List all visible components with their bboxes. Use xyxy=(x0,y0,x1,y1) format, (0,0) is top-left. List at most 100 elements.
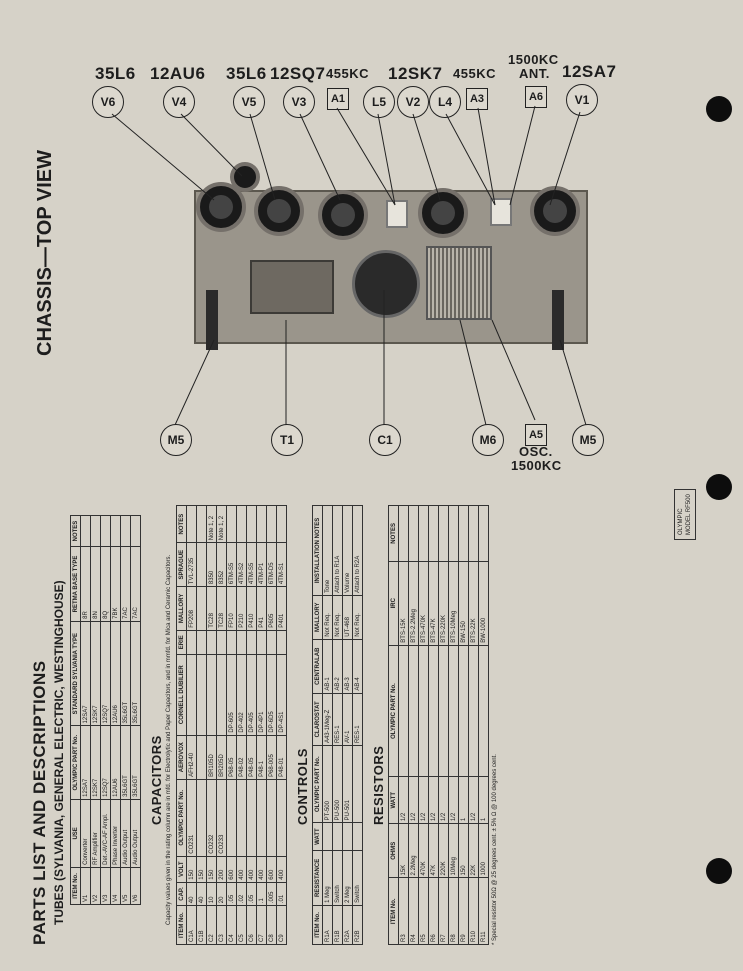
table-cell xyxy=(246,779,257,857)
table-cell: BW-150 xyxy=(458,561,469,646)
table-cell: C2 xyxy=(206,905,217,945)
callout-m5-right: M5 xyxy=(572,424,604,456)
table-cell: Converter xyxy=(80,799,91,868)
tube-socket-v3 xyxy=(318,190,368,240)
table-cell: PU-501 xyxy=(342,745,353,823)
table-cell: 12SA7 xyxy=(80,725,91,800)
table-cell: 1 Meg xyxy=(322,850,333,906)
table-cell: Volume xyxy=(342,505,353,596)
table-cell: V2 xyxy=(90,867,101,905)
column-header: AEROVOX xyxy=(176,735,187,780)
table-cell xyxy=(196,630,207,655)
table-cell xyxy=(196,779,207,857)
table-cell xyxy=(216,654,227,736)
table-cell xyxy=(428,645,439,777)
table-cell: 40 xyxy=(186,882,197,906)
table-cell: RF Amplifier xyxy=(90,799,101,868)
table-cell: Phase Inverter xyxy=(110,799,121,868)
tube-label: 35L6 xyxy=(226,64,267,83)
table-cell: RES-1 xyxy=(332,693,343,746)
table-cell: 1/2 xyxy=(448,776,459,824)
table-cell: 4TM-S5 xyxy=(246,542,257,587)
table-cell: .005 xyxy=(266,882,277,906)
table-cell: 2 Meg xyxy=(342,850,353,906)
table-cell xyxy=(448,645,459,777)
table-cell xyxy=(196,735,207,780)
column-header: RETMA BASE TYPE xyxy=(70,546,81,622)
column-header: OLYMPIC PART No. xyxy=(176,779,187,857)
table-cell: AFH2-40 xyxy=(186,735,197,780)
table-cell xyxy=(226,505,237,543)
table-cell: V3 xyxy=(100,867,111,905)
table-cell xyxy=(186,630,197,655)
table-cell xyxy=(246,505,257,543)
table-cell: Audio Output xyxy=(130,799,141,868)
tube-label: 12SQ7 xyxy=(270,64,326,83)
table-cell: 220K xyxy=(438,823,449,878)
table-cell: Not Req. xyxy=(332,595,343,640)
parts-title: PARTS LIST AND DESCRIPTIONS xyxy=(30,660,49,945)
table-cell: R2A xyxy=(342,905,353,945)
table-cell: 10Meg xyxy=(448,823,459,878)
column-header: RESISTANCE xyxy=(312,850,323,906)
table-cell xyxy=(438,505,449,562)
table-cell xyxy=(206,654,217,736)
table-cell: 600 xyxy=(266,856,277,883)
tuning-gang xyxy=(426,246,492,320)
table-cell: BTS-15K xyxy=(398,561,409,646)
table-cell: DP-402 xyxy=(236,654,247,736)
table-cell xyxy=(256,505,267,543)
callout-a5: A5 xyxy=(525,424,547,446)
table-cell: 12SK7 xyxy=(90,621,101,726)
table-cell: 150 xyxy=(458,823,469,878)
table-cell: .02 xyxy=(236,882,247,906)
table-cell: 400 xyxy=(256,856,267,883)
table-cell: R6 xyxy=(428,877,439,945)
tube-socket-v2 xyxy=(418,188,468,238)
table-cell: R8 xyxy=(448,877,459,945)
table-cell: V4 xyxy=(110,867,121,905)
table-cell: TC28 xyxy=(216,586,227,631)
table-cell: AB-3 xyxy=(342,639,353,694)
column-header: VOLT xyxy=(176,856,187,883)
table-cell: P401 xyxy=(276,586,287,631)
binder-hole-middle xyxy=(706,474,732,500)
table-cell: BR205D xyxy=(216,735,227,780)
column-header: CLAROSTAT xyxy=(312,693,323,746)
table-cell xyxy=(196,586,207,631)
binder-hole-bottom xyxy=(706,858,732,884)
table-cell xyxy=(352,745,363,823)
table-cell: CO231 xyxy=(186,779,197,857)
table-cell: R4 xyxy=(408,877,419,945)
table-cell: Note 1, 2 xyxy=(206,505,217,543)
table-cell: DP-405 xyxy=(246,654,257,736)
callout-v4: V4 xyxy=(163,86,195,118)
table-cell: Attach to R1A xyxy=(332,505,343,596)
table-cell: CO232 xyxy=(206,779,217,857)
table-cell xyxy=(256,779,267,857)
table-cell xyxy=(478,645,489,777)
table-cell: Audio Output xyxy=(120,799,131,868)
table-cell: Not Req. xyxy=(322,595,333,640)
table-cell xyxy=(468,645,479,777)
column-header: NOTES xyxy=(176,505,187,543)
table-cell: 470K xyxy=(418,823,429,878)
table-cell: 4TM-S2 xyxy=(236,542,247,587)
callout-c1: C1 xyxy=(369,424,401,456)
table-cell: FP208 xyxy=(186,586,197,631)
column-header: ITEM No. xyxy=(388,877,399,945)
column-header: MALLORY xyxy=(176,586,187,631)
